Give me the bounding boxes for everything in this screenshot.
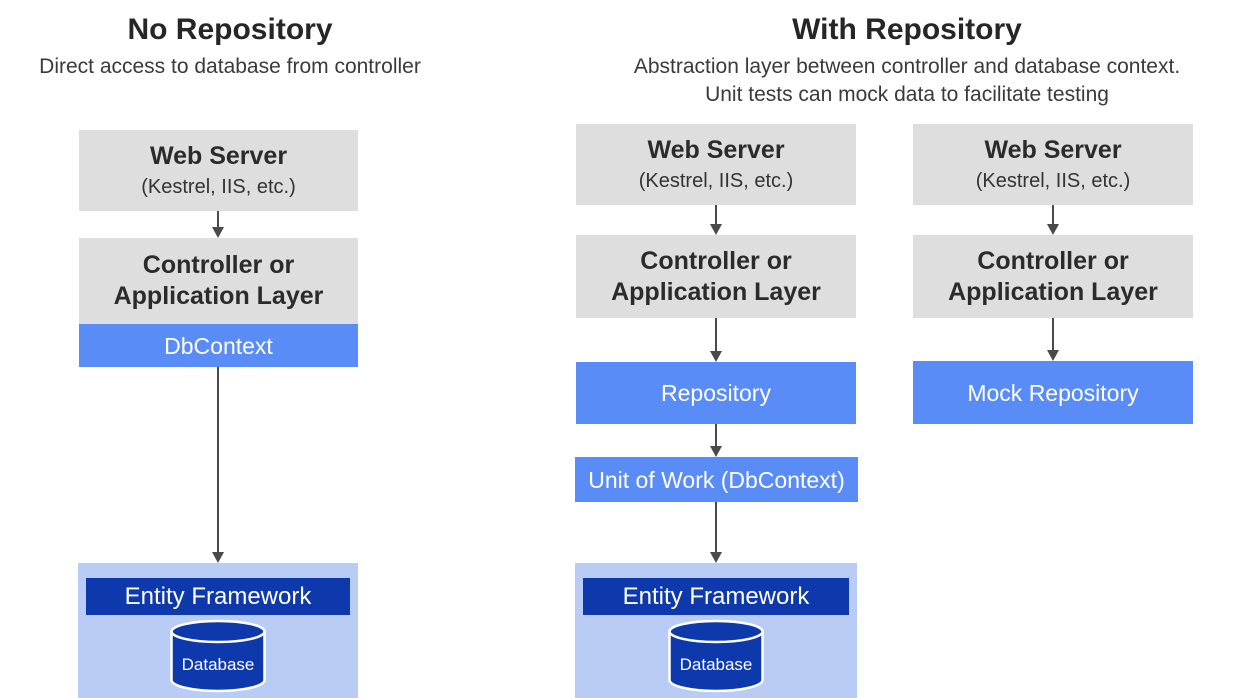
arrow-shaft — [217, 211, 219, 229]
down-arrow — [212, 367, 224, 563]
database-label: Database — [679, 655, 753, 674]
left-web-server-box: Web Server (Kestrel, IIS, etc.) — [79, 130, 358, 211]
middle-entity-framework-container: Entity Framework Database — [575, 563, 857, 698]
unit-of-work-label: Unit of Work (DbContext) — [588, 466, 845, 493]
middle-web-server-box: Web Server (Kestrel, IIS, etc.) — [576, 124, 856, 205]
arrow-shaft — [217, 367, 219, 554]
right-web-server-box: Web Server (Kestrel, IIS, etc.) — [913, 124, 1193, 205]
down-arrow — [710, 502, 722, 563]
arrow-head — [1047, 350, 1059, 361]
left-controller-box: Controller or Application Layer — [79, 238, 358, 324]
web-server-subtitle: (Kestrel, IIS, etc.) — [141, 176, 296, 198]
left-section-title: No Repository — [127, 13, 333, 46]
controller-title-line2: Application Layer — [948, 277, 1158, 306]
controller-title-line2: Application Layer — [113, 282, 324, 310]
database-cylinder: Database — [168, 619, 268, 695]
right-section-title: With Repository — [792, 13, 1022, 46]
right-controller-box: Controller or Application Layer — [913, 235, 1193, 318]
entity-framework-bar: Entity Framework — [583, 578, 849, 615]
right-section-subtitle-line1: Abstraction layer between controller and… — [633, 55, 1181, 78]
right-section-subtitle: Abstraction layer between controller and… — [580, 53, 1234, 109]
arrow-shaft — [1052, 318, 1054, 352]
controller-title-line1: Controller or — [977, 246, 1129, 275]
arrow-head — [710, 351, 722, 362]
right-section-header: With Repository Abstraction layer betwee… — [580, 12, 1234, 109]
down-arrow — [1047, 318, 1059, 361]
arrow-shaft — [715, 424, 717, 448]
mock-repository-label: Mock Repository — [967, 379, 1139, 406]
repository-box: Repository — [576, 362, 856, 424]
right-section-subtitle-line2: Unit tests can mock data to facilitate t… — [705, 83, 1109, 106]
arrow-head — [710, 446, 722, 457]
database-label: Database — [181, 655, 255, 674]
left-section-header: No Repository Direct access to database … — [0, 12, 460, 81]
arrow-head — [212, 227, 224, 238]
database-cylinder: Database — [666, 619, 766, 695]
dbcontext-box: DbContext — [79, 324, 358, 367]
web-server-title: Web Server — [647, 136, 785, 164]
arrow-shaft — [715, 502, 717, 554]
arrow-head — [212, 552, 224, 563]
left-entity-framework-container: Entity Framework Database — [78, 563, 358, 698]
down-arrow — [710, 424, 722, 457]
controller-title-line1: Controller or — [640, 246, 792, 275]
down-arrow — [710, 205, 722, 235]
unit-of-work-box: Unit of Work (DbContext) — [575, 457, 858, 502]
controller-title-line1: Controller or — [142, 251, 295, 279]
controller-title-line2: Application Layer — [611, 277, 821, 306]
dbcontext-label: DbContext — [164, 332, 273, 359]
repository-label: Repository — [661, 380, 771, 406]
down-arrow — [212, 211, 224, 238]
down-arrow — [1047, 205, 1059, 235]
database-cylinder-icon — [170, 619, 266, 693]
arrow-head — [710, 552, 722, 563]
arrow-shaft — [1052, 205, 1054, 226]
arrow-shaft — [715, 318, 717, 353]
arrow-shaft — [715, 205, 717, 226]
web-server-title: Web Server — [149, 142, 288, 170]
arrow-head — [710, 224, 722, 235]
web-server-subtitle: (Kestrel, IIS, etc.) — [975, 170, 1131, 192]
web-server-title: Web Server — [984, 136, 1122, 164]
down-arrow — [710, 318, 722, 362]
mock-repository-box: Mock Repository — [913, 361, 1193, 424]
web-server-subtitle: (Kestrel, IIS, etc.) — [638, 170, 794, 192]
arrow-head — [1047, 224, 1059, 235]
entity-framework-bar: Entity Framework — [86, 578, 350, 615]
left-section-subtitle: Direct access to database from controlle… — [39, 55, 421, 78]
database-cylinder-icon — [668, 619, 764, 693]
middle-controller-box: Controller or Application Layer — [576, 235, 856, 318]
